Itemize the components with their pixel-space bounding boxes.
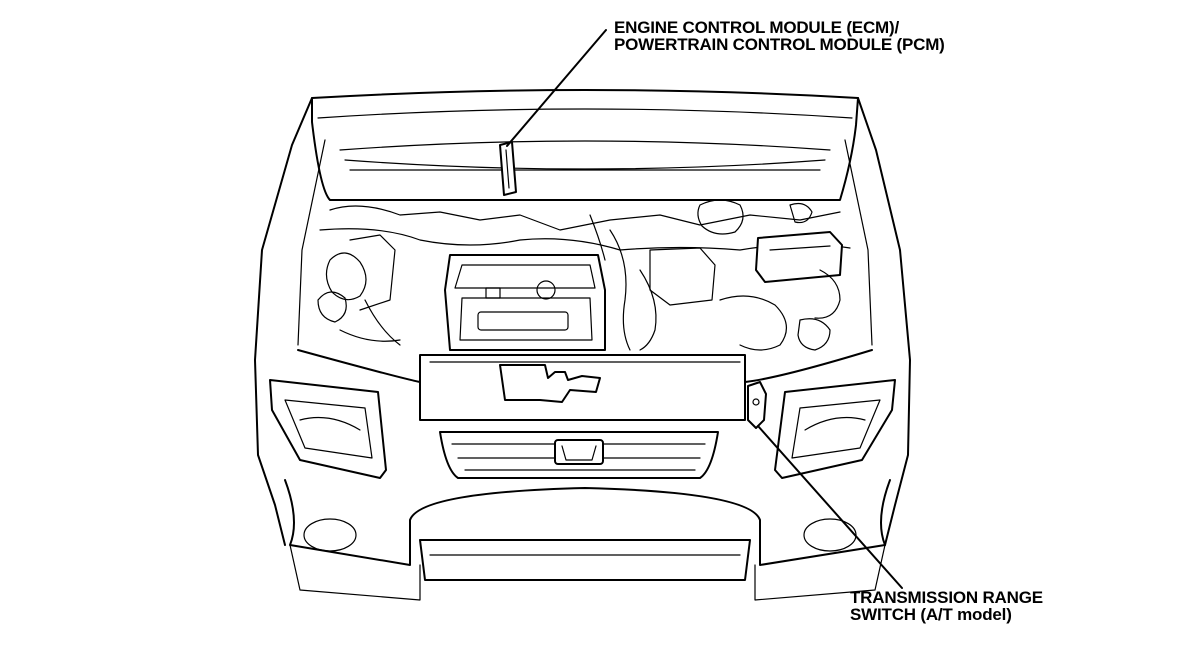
ecm-pcm-leader-line	[506, 29, 607, 147]
engine-bay	[317, 199, 851, 351]
ecm-pcm-unit	[499, 141, 517, 196]
ecm-pcm-callout: ENGINE CONTROL MODULE (ECM)/ POWERTRAIN …	[614, 19, 945, 53]
right-headlight	[774, 379, 896, 479]
left-headlight	[269, 379, 387, 479]
trs-callout: TRANSMISSION RANGE SWITCH (A/T model)	[850, 589, 1043, 623]
left-fog-light	[303, 518, 357, 552]
ecm-pcm-callout-line1: ENGINE CONTROL MODULE (ECM)/	[614, 18, 899, 37]
transmission-range-switch	[747, 381, 767, 429]
trs-callout-line2: SWITCH (A/T model)	[850, 605, 1012, 624]
trs-callout-line1: TRANSMISSION RANGE	[850, 588, 1043, 607]
ecm-pcm-callout-line2: POWERTRAIN CONTROL MODULE (PCM)	[614, 35, 945, 54]
trs-leader-line	[757, 425, 903, 589]
vehicle-body	[254, 97, 911, 546]
front-bumper	[284, 479, 891, 601]
engine	[444, 254, 606, 351]
front-fascia	[269, 354, 896, 479]
right-fog-light	[803, 518, 857, 552]
hood	[311, 89, 859, 201]
